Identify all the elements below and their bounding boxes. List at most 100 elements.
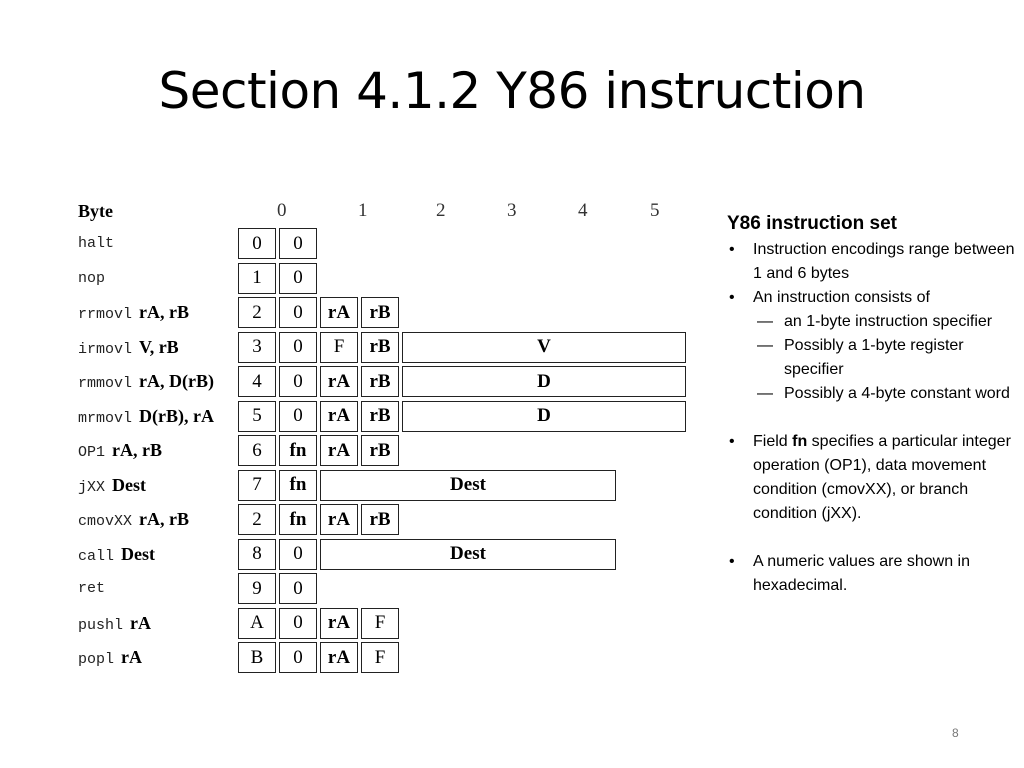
- instruction-mnemonic: rrmovl: [78, 306, 133, 323]
- encoding-byte-cell: 8: [238, 538, 276, 570]
- instruction-operands: rA, rB: [139, 302, 189, 322]
- encoding-byte-cell: F: [320, 331, 358, 363]
- page-number: 8: [952, 726, 959, 740]
- bullet-encoding-range: • Instruction encodings range between 1 …: [726, 238, 1016, 286]
- encoding-byte-cell: 0: [279, 331, 317, 363]
- instruction-mnemonic: rmmovl: [78, 375, 133, 392]
- encoding-byte-cell: 2: [238, 504, 276, 535]
- encoding-byte-cell: rB: [361, 400, 399, 432]
- encoding-byte-cell: 4: [238, 366, 276, 397]
- encoding-byte-cell: 0: [238, 228, 276, 259]
- spacer: [726, 526, 1016, 550]
- instruction-label: halt: [78, 232, 114, 254]
- encoding-byte-cell: 7: [238, 469, 276, 501]
- encoding-byte-cell: 0: [279, 366, 317, 397]
- instruction-label: nop: [78, 267, 105, 289]
- instruction-mnemonic: cmovXX: [78, 513, 133, 530]
- encoding-field-wide: Dest: [320, 469, 616, 501]
- encoding-byte-cell: rA: [320, 435, 358, 466]
- encoding-byte-cell: rB: [361, 435, 399, 466]
- encoding-byte-cell: 0: [279, 607, 317, 639]
- bullet-text: A numeric values are shown in hexadecima…: [753, 553, 970, 594]
- instruction-mnemonic: halt: [78, 235, 115, 252]
- encoding-byte-cell: rA: [320, 642, 358, 673]
- byte-header-label: Byte: [78, 201, 113, 221]
- bullet-hexadecimal: • A numeric values are shown in hexadeci…: [726, 550, 1016, 598]
- bullet-text: An instruction consists of: [753, 289, 930, 306]
- sub-bullet-mark: —: [757, 337, 773, 354]
- encoding-byte-cell: 6: [238, 435, 276, 466]
- encoding-byte-cell: rB: [361, 366, 399, 397]
- instruction-mnemonic: ret: [78, 580, 106, 597]
- encoding-byte-cell: F: [361, 607, 399, 639]
- instruction-label: cmovXX rA, rB: [78, 508, 189, 530]
- sub-bullet-register: — Possibly a 1-byte register specifier: [726, 334, 1016, 382]
- byte-column-header: 5: [650, 200, 660, 221]
- instruction-mnemonic: popl: [78, 651, 115, 668]
- encoding-byte-cell: rA: [320, 297, 358, 328]
- instruction-operands: V, rB: [139, 336, 179, 357]
- instruction-mnemonic: pushl: [78, 616, 124, 634]
- instruction-mnemonic: jXX: [78, 478, 106, 496]
- instruction-operands: D(rB), rA: [139, 405, 214, 426]
- encoding-byte-cell: 0: [279, 538, 317, 570]
- side-panel: Y86 instruction set • Instruction encodi…: [726, 212, 1016, 598]
- bullet-instruction-parts: • An instruction consists of: [726, 286, 1016, 310]
- byte-column-header: 2: [436, 200, 446, 221]
- encoding-byte-cell: rB: [361, 297, 399, 328]
- encoding-byte-cell: fn: [279, 435, 317, 466]
- encoding-byte-cell: 0: [279, 573, 317, 604]
- side-panel-heading: Y86 instruction set: [727, 213, 897, 234]
- instruction-operands: rA, rB: [112, 440, 162, 460]
- slide-title: Section 4.1.2 Y86 instruction: [158, 62, 866, 120]
- sub-bullet-text: an 1-byte instruction specifier: [784, 313, 993, 330]
- encoding-byte-cell: 0: [279, 297, 317, 328]
- instruction-mnemonic: nop: [78, 269, 106, 287]
- bullet-fn-field: • Field fn specifies a particular intege…: [726, 430, 1016, 526]
- encoding-field-wide: D: [402, 400, 686, 432]
- instruction-label: irmovl V, rB: [78, 336, 179, 358]
- encoding-field-wide: V: [402, 331, 686, 363]
- sub-bullet-mark: —: [757, 385, 773, 402]
- byte-column-header: 4: [578, 200, 588, 221]
- encoding-byte-cell: rB: [361, 504, 399, 535]
- instruction-operands: rA, D(rB): [139, 371, 214, 391]
- encoding-byte-cell: rA: [320, 366, 358, 397]
- byte-column-header: 1: [358, 200, 368, 221]
- encoding-byte-cell: rA: [320, 504, 358, 535]
- encoding-field-wide: D: [402, 366, 686, 397]
- instruction-operands: Dest: [121, 543, 156, 564]
- encoding-byte-cell: 9: [238, 573, 276, 604]
- byte-column-header: 0: [277, 200, 287, 221]
- encoding-byte-cell: 0: [279, 642, 317, 673]
- byte-column-header: 3: [507, 200, 517, 221]
- bullet-mark: •: [729, 433, 735, 450]
- instruction-operands: rA: [130, 612, 152, 633]
- encoding-byte-cell: 0: [279, 400, 317, 432]
- instruction-mnemonic: call: [78, 547, 115, 565]
- instruction-mnemonic: irmovl: [78, 340, 133, 358]
- encoding-byte-cell: rA: [320, 400, 358, 432]
- instruction-label: rmmovl rA, D(rB): [78, 370, 214, 392]
- instruction-mnemonic: mrmovl: [78, 409, 133, 427]
- sub-bullet-constant: — Possibly a 4-byte constant word: [726, 382, 1016, 406]
- encoding-byte-cell: 1: [238, 262, 276, 294]
- instruction-operands: rA, rB: [139, 509, 189, 529]
- sub-bullet-text: Possibly a 4-byte constant word: [784, 385, 1010, 402]
- instruction-label: ret: [78, 577, 105, 599]
- encoding-byte-cell: rB: [361, 331, 399, 363]
- spacer: [726, 406, 1016, 430]
- encoding-byte-cell: B: [238, 642, 276, 673]
- bullet-mark: •: [729, 241, 735, 258]
- bullet-text-pre: Field: [753, 433, 793, 450]
- encoding-byte-cell: 5: [238, 400, 276, 432]
- encoding-byte-cell: fn: [279, 469, 317, 501]
- bullet-mark: •: [729, 553, 735, 570]
- encoding-field-wide: Dest: [320, 538, 616, 570]
- encoding-byte-cell: A: [238, 607, 276, 639]
- bullet-mark: •: [729, 289, 735, 306]
